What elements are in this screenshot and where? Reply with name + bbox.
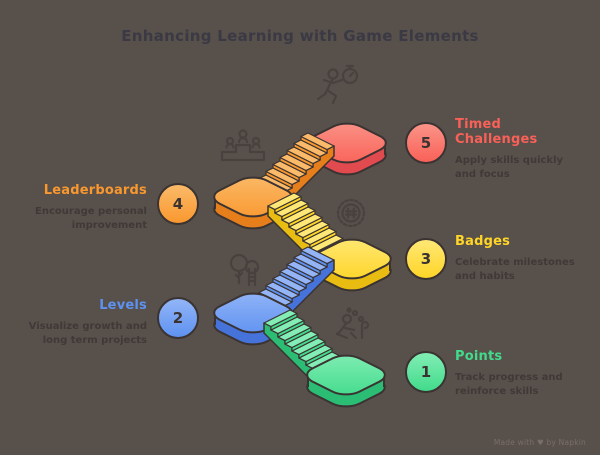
step-label-points: Points Track progress and reinforce skil… — [455, 349, 585, 398]
step-title: Badges — [455, 234, 511, 249]
step-number-badge-1: 1 — [405, 351, 447, 393]
points-collect-icon — [335, 307, 370, 340]
step-title: Levels — [99, 298, 147, 313]
levels-growth-icon — [229, 253, 260, 287]
step-title: Points — [455, 349, 503, 364]
step-description: Celebrate milestones and habits — [455, 257, 575, 282]
step-label-timed-challenges: Timed Challenges Apply skills quickly an… — [455, 117, 585, 181]
watermark: Made with ♥ by Napkin — [493, 438, 586, 447]
step-label-leaderboards: Leaderboards Encourage personal improvem… — [9, 183, 147, 232]
step-description: Encourage personal improvement — [35, 206, 147, 231]
step-label-badges: Badges Celebrate milestones and habits — [455, 234, 585, 283]
badge-medal-icon — [336, 198, 366, 228]
step-number-badge-4: 4 — [157, 183, 199, 225]
timed-challenge-runner-icon — [316, 64, 359, 105]
step-title: Timed Challenges — [455, 117, 538, 147]
step-description: Apply skills quickly and focus — [455, 155, 564, 180]
step-number-badge-5: 5 — [405, 122, 447, 164]
page-title: Enhancing Learning with Game Elements — [121, 27, 479, 45]
step-number-badge-2: 2 — [157, 297, 199, 339]
step-number-badge-3: 3 — [405, 238, 447, 280]
step-title: Leaderboards — [43, 183, 147, 198]
step-description: Track progress and reinforce skills — [455, 372, 563, 397]
step-description: Visualize growth and long term projects — [28, 321, 147, 346]
leaderboard-podium-icon — [220, 129, 266, 162]
step-label-levels: Levels Visualize growth and long term pr… — [9, 298, 147, 347]
